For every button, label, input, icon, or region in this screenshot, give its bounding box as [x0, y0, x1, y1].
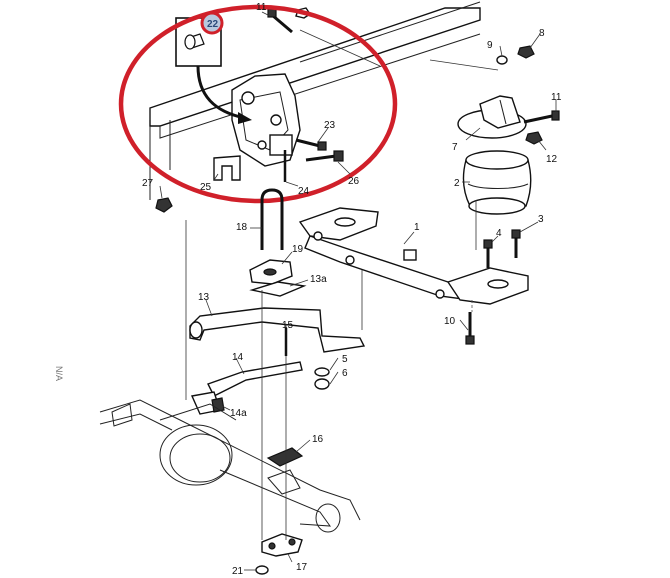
label-10: 10 — [444, 316, 456, 327]
nut-8 — [517, 45, 535, 59]
label-14a: 14a — [230, 408, 247, 419]
bolt-10 — [465, 312, 475, 345]
bolt-3 — [511, 229, 521, 258]
callout-badge-22 — [200, 11, 224, 35]
label-7: 7 — [452, 142, 458, 153]
bolt-4 — [483, 239, 493, 268]
label-13a: 13a — [310, 274, 327, 285]
label-2: 2 — [454, 178, 460, 189]
label-8: 8 — [539, 28, 545, 39]
label-15: 15 — [282, 320, 294, 331]
label-25: 25 — [200, 182, 212, 193]
bolt-11-right — [523, 110, 560, 124]
part-labels: 22 11 9 8 11 7 12 23 2 26 24 25 27 18 1 … — [54, 2, 562, 577]
bolt-23 — [295, 138, 327, 151]
label-22: 22 — [207, 19, 219, 30]
label-27: 27 — [142, 178, 154, 189]
nut-12 — [525, 131, 543, 145]
leaf-14 — [207, 361, 303, 397]
air-spring-2 — [462, 150, 532, 215]
leader-lines — [159, 11, 557, 571]
label-6: 6 — [342, 368, 348, 379]
bracket-17 — [261, 533, 303, 557]
label-24: 24 — [298, 186, 310, 197]
leaf-spring-13 — [189, 307, 366, 353]
label-13: 13 — [198, 292, 210, 303]
label-3: 3 — [538, 214, 544, 225]
label-26: 26 — [348, 176, 360, 187]
plate-16 — [266, 447, 304, 467]
spring-seat-19 — [249, 259, 293, 285]
label-23: 23 — [324, 120, 336, 131]
label-19: 19 — [292, 244, 304, 255]
label-5: 5 — [342, 354, 348, 365]
label-14: 14 — [232, 352, 244, 363]
label-11-top: 11 — [256, 2, 267, 13]
label-9: 9 — [487, 40, 493, 51]
bracket-25 — [213, 155, 241, 181]
axle-housing — [99, 399, 361, 533]
nut-21 — [255, 565, 269, 575]
air-spring-plate-7 — [457, 95, 527, 139]
label-17: 17 — [296, 562, 308, 573]
bolt-11-top — [267, 8, 293, 34]
mounting-plate-1 — [298, 207, 529, 305]
bushing-5 — [314, 367, 330, 377]
label-11-right: 11 — [551, 92, 562, 103]
label-4: 4 — [496, 228, 502, 239]
side-text: N/A — [54, 366, 64, 381]
nut-9 — [496, 55, 508, 65]
label-12: 12 — [546, 154, 558, 165]
highlight-ellipse — [118, 4, 398, 204]
label-1: 1 — [414, 222, 420, 233]
label-18: 18 — [236, 222, 248, 233]
u-bolt-18 — [260, 188, 284, 250]
nut-27 — [155, 197, 173, 213]
bushing-6 — [314, 378, 330, 390]
upper-bracket — [231, 73, 301, 167]
bracket-14a — [190, 391, 225, 415]
bolt-26 — [305, 150, 344, 162]
label-21: 21 — [232, 566, 244, 577]
label-16: 16 — [312, 434, 324, 445]
